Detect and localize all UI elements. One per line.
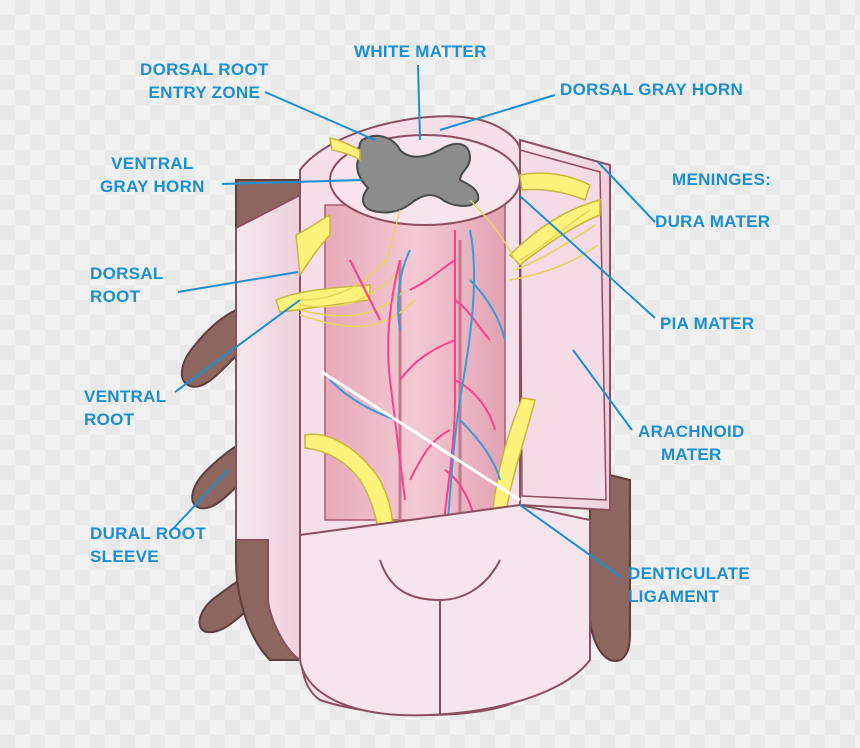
label-denticulate-ligament: DENTICULATE LIGAMENT xyxy=(628,564,750,606)
label-meninges: MENINGES: xyxy=(672,170,772,189)
gray-matter xyxy=(356,134,480,214)
label-ventral-gray-horn: VENTRAL GRAY HORN xyxy=(100,154,205,196)
label-pia-mater: PIA MATER xyxy=(660,314,755,333)
label-dorsal-gray-horn: DORSAL GRAY HORN xyxy=(560,80,744,99)
right-dura-sleeve xyxy=(589,468,631,662)
leader-lines xyxy=(171,64,656,579)
veins xyxy=(329,229,506,561)
label-arachnoid-mater: ARACHNOID MATER xyxy=(638,422,745,464)
label-white-matter: WHITE MATTER xyxy=(354,42,487,61)
label-dorsal-root-entry-zone: DORSAL ROOT ENTRY ZONE xyxy=(140,60,269,102)
label-dural-root-sleeve: DURAL ROOT SLEEVE xyxy=(90,524,207,566)
label-dorsal-root: DORSAL ROOT xyxy=(90,264,164,306)
label-ventral-root: VENTRAL ROOT xyxy=(84,387,167,429)
denticulate-ligament xyxy=(321,370,521,502)
cord-cut-bottom xyxy=(299,503,591,717)
label-dura-mater: DURA MATER xyxy=(655,212,771,231)
nerve-fibers xyxy=(299,199,599,328)
